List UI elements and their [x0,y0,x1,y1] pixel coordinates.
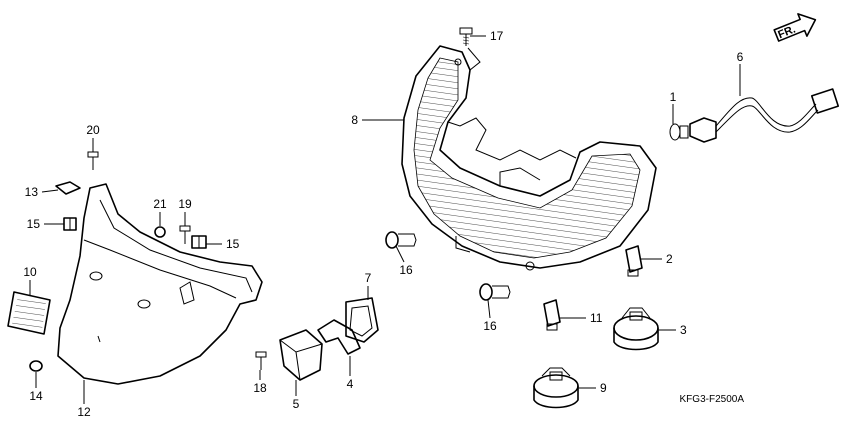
callout-11: 11 [590,311,603,325]
callout-12: 12 [77,405,91,419]
screw-19 [179,225,191,244]
callout-10: 10 [23,265,37,279]
callout-1: 1 [670,90,677,104]
diagram-code: KFG3-F2500A [680,394,745,405]
front-direction-label: FR. [776,23,797,41]
clip-15-left [63,217,77,231]
callout-19: 19 [178,197,192,211]
callout-7: 7 [365,271,372,285]
callout-18: 18 [253,381,267,395]
callout-16-upper: 16 [399,263,413,277]
gasket-7 [345,297,379,343]
callout-2: 2 [666,252,673,266]
bracket-13 [55,181,81,195]
seal-4 [317,319,361,355]
bulb-11 [543,299,561,331]
callout-13: 13 [25,185,39,199]
socket-9 [533,367,579,409]
callout-15-left: 15 [27,217,41,231]
front-direction-arrow: FR. [773,13,817,42]
callout-3: 3 [680,323,687,337]
callout-14: 14 [29,389,43,403]
callout-4: 4 [347,377,354,391]
rear-fender-12 [57,183,263,385]
screw-16-lower [479,283,511,301]
nut-21 [154,226,166,238]
callout-8: 8 [351,113,358,127]
callout-20: 20 [86,123,100,137]
callout-16-lower: 16 [483,319,497,333]
socket-harness-6 [689,88,840,143]
bulb-2 [625,245,643,277]
reflector-10 [7,291,51,335]
clip-15-right [191,235,207,249]
screw-16-upper [385,231,417,249]
callout-9: 9 [600,381,607,395]
cover-5 [279,329,323,381]
callout-5: 5 [293,397,300,411]
callout-15-right: 15 [226,237,240,251]
callout-6: 6 [737,50,744,64]
screw-18 [255,351,267,370]
callout-labels: 1 2 3 4 5 6 7 8 9 10 11 12 13 14 15 15 1… [23,29,743,419]
screw-20 [87,151,99,170]
screw-14 [29,360,43,372]
screw-17 [459,27,473,46]
tail-light-lens [401,45,657,271]
callout-21: 21 [153,197,167,211]
leader-lines [29,35,741,404]
socket-3 [613,307,659,351]
bulb-1 [669,123,689,141]
callout-17: 17 [490,29,504,43]
